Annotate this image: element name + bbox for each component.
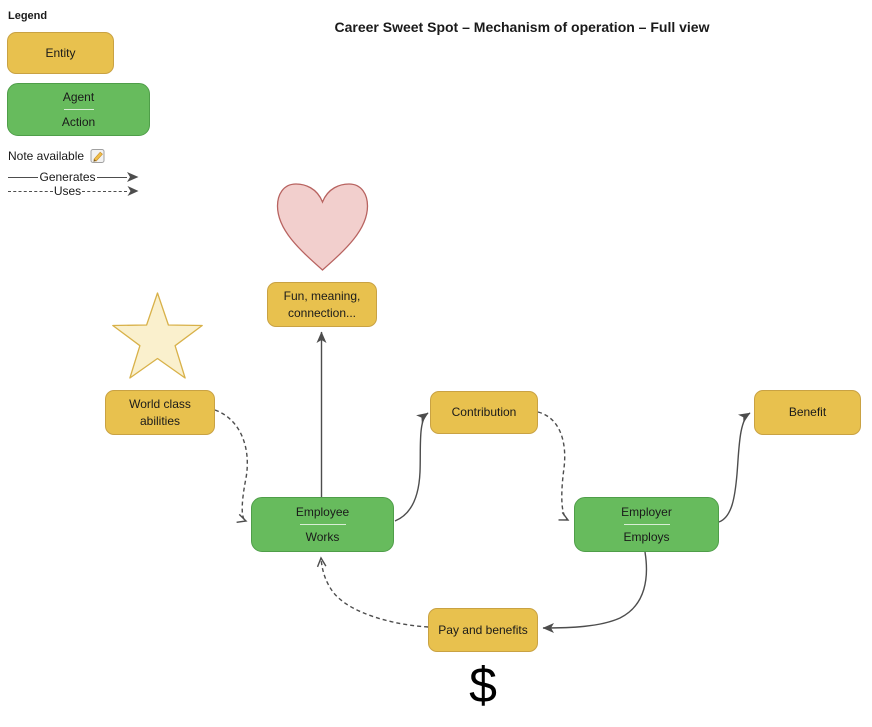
node-label: abilities xyxy=(139,413,181,428)
edge-world-to-employee[interactable] xyxy=(214,409,248,521)
heart-shape[interactable] xyxy=(276,183,369,271)
node-label: World class xyxy=(129,397,191,412)
legend-generates-label: Generates xyxy=(39,170,96,184)
legend-entity-swatch: Entity xyxy=(7,32,114,74)
node-agent-label: Employee xyxy=(295,504,350,519)
uses-line-right xyxy=(82,190,127,192)
node-benefit[interactable]: Benefit xyxy=(754,390,861,435)
edge-employer-to-pay[interactable] xyxy=(542,551,648,633)
legend-entity-label: Entity xyxy=(45,45,76,60)
node-employee-works[interactable]: Employee Works xyxy=(251,497,394,552)
page-title: Career Sweet Spot – Mechanism of operati… xyxy=(334,19,710,35)
node-label: Benefit xyxy=(788,405,827,420)
legend-note-label: Note available xyxy=(8,149,85,163)
uses-line-left xyxy=(8,190,53,192)
legend-agent-swatch: Agent Action xyxy=(7,83,150,136)
agent-action-divider xyxy=(63,109,94,110)
agent-action-divider xyxy=(299,524,346,525)
node-world-class-abilities[interactable]: World class abilities xyxy=(105,390,215,435)
generates-line-right xyxy=(96,176,128,178)
edge-pay-to-employee[interactable] xyxy=(321,558,429,628)
legend-generates-row: Generates xyxy=(8,171,139,183)
node-label: Pay and benefits xyxy=(438,622,528,637)
node-fun-meaning-connection[interactable]: Fun, meaning, connection... xyxy=(267,282,377,327)
node-action-label: Employs xyxy=(623,530,670,544)
node-employer-employs[interactable]: Employer Employs xyxy=(574,497,719,552)
legend-uses-row: Uses xyxy=(8,185,139,197)
node-agent-label: Employer xyxy=(621,504,672,519)
legend-action-label: Action xyxy=(61,115,96,129)
edge-contribution-to-employer[interactable] xyxy=(537,411,568,520)
node-action-label: Works xyxy=(305,530,340,544)
dollar-sign: $ xyxy=(469,657,497,713)
arrowhead-solid-icon xyxy=(127,172,139,182)
node-label: Fun, meaning, xyxy=(283,289,361,304)
node-label: Contribution xyxy=(451,405,517,420)
star-shape[interactable] xyxy=(112,292,203,379)
legend-uses-label: Uses xyxy=(53,184,82,198)
node-pay-and-benefits[interactable]: Pay and benefits xyxy=(428,608,538,652)
legend-agent-label: Agent xyxy=(62,89,95,104)
generates-line-left xyxy=(8,176,39,178)
node-contribution[interactable]: Contribution xyxy=(430,391,538,434)
legend-heading: Legend xyxy=(8,10,48,22)
node-label: connection... xyxy=(287,305,357,320)
agent-action-divider xyxy=(623,524,670,525)
memo-pencil-icon xyxy=(90,149,105,163)
legend-note-row: Note available xyxy=(8,148,106,164)
arrowhead-open-icon xyxy=(127,186,139,196)
edge-employer-to-benefit[interactable] xyxy=(718,412,751,523)
edge-employee-to-contribution[interactable] xyxy=(394,412,429,522)
